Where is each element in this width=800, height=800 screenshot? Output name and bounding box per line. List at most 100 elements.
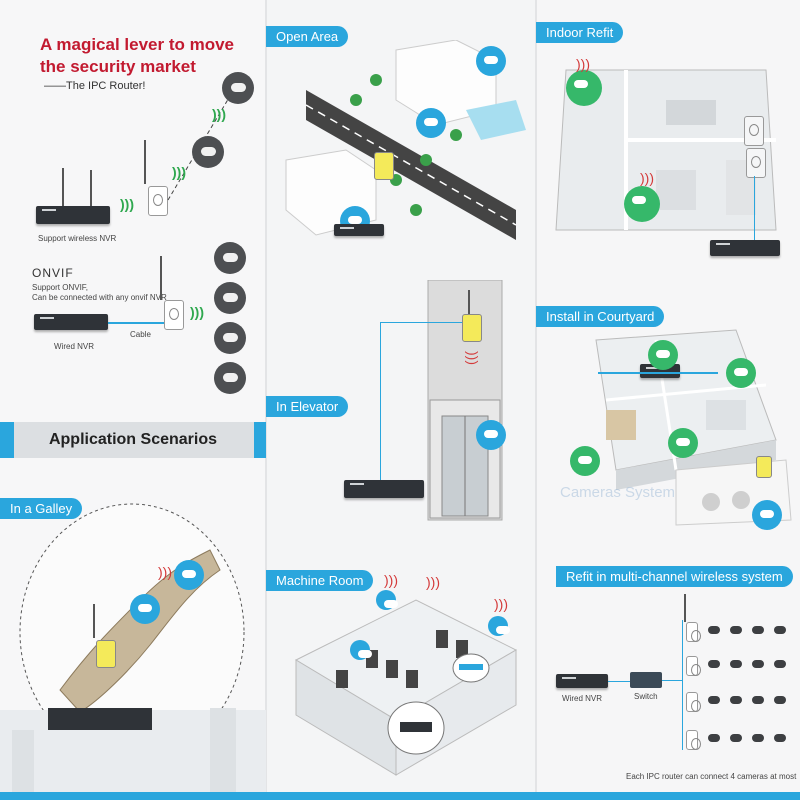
antenna — [93, 604, 95, 638]
tag-machine-room: Machine Room — [266, 570, 374, 591]
onvif-logo: ONVIF — [32, 266, 74, 280]
band-right-accent — [254, 422, 266, 458]
application-scenarios-band: Application Scenarios — [0, 422, 266, 458]
antenna — [144, 140, 146, 184]
indoor-illustration — [555, 69, 777, 231]
cable-line — [662, 680, 682, 681]
camera-icon — [752, 660, 764, 668]
camera-icon — [730, 660, 742, 668]
camera-icon — [376, 590, 398, 610]
switch-icon — [630, 672, 662, 688]
router-icon — [686, 730, 701, 750]
camera-icon — [214, 242, 246, 274]
nvr-label: Support wireless NVR — [38, 234, 117, 243]
onvif-line-1: Support ONVIF, — [32, 283, 89, 292]
camera-icon — [668, 428, 698, 458]
camera-icon — [708, 660, 720, 668]
nvr-icon — [344, 480, 424, 498]
dashed-link — [167, 85, 237, 201]
headline-line-1: A magical lever to move — [40, 35, 235, 54]
cable-line — [682, 620, 683, 750]
router-icon — [462, 314, 482, 342]
antenna — [468, 290, 470, 314]
galley-illustration — [0, 503, 266, 800]
camera-icon — [130, 594, 160, 624]
wifi-icon: ))) — [576, 56, 590, 72]
router-icon — [96, 640, 116, 668]
camera-icon — [416, 108, 446, 138]
camera-icon — [774, 734, 786, 742]
tag-in-elevator: In Elevator — [266, 396, 349, 417]
watermark: Cameras System — [560, 484, 676, 501]
camera-icon — [708, 734, 720, 742]
cable-line — [608, 681, 630, 682]
camera-icon — [730, 696, 742, 704]
wifi-icon: ))) — [212, 106, 226, 122]
camera-icon — [730, 626, 742, 634]
camera-icon — [222, 72, 254, 104]
band-title: Application Scenarios — [48, 431, 218, 448]
wifi-icon: ))) — [120, 196, 134, 212]
camera-icon — [566, 70, 602, 106]
router-icon — [374, 152, 394, 180]
cable-line — [380, 322, 462, 323]
router-icon — [148, 186, 168, 216]
wireless-nvr-icon — [36, 206, 110, 224]
camera-icon — [476, 46, 506, 76]
wifi-icon: ))) — [190, 304, 204, 320]
camera-icon — [774, 696, 786, 704]
wired-nvr-icon — [34, 314, 108, 330]
router-icon — [164, 300, 184, 330]
wired-nvr-icon — [556, 674, 608, 688]
camera-icon — [214, 322, 246, 354]
camera-icon — [752, 626, 764, 634]
footer-note: Each IPC router can connect 4 cameras at… — [626, 772, 797, 781]
camera-icon — [570, 446, 600, 476]
router-icon — [746, 148, 766, 178]
camera-icon — [624, 186, 660, 222]
bottom-strip — [0, 792, 800, 800]
wired-nvr-label: Wired NVR — [54, 342, 95, 351]
cable-line — [108, 322, 164, 324]
wifi-icon: ))) — [426, 574, 440, 590]
antenna — [62, 168, 64, 208]
router-icon — [686, 692, 701, 712]
wifi-icon: ))) — [494, 596, 508, 612]
camera-icon — [350, 640, 372, 660]
headline: A magical lever to move the security mar… — [40, 34, 234, 78]
cable-label: Cable — [130, 330, 151, 339]
router-icon — [744, 116, 764, 146]
wifi-icon: ))) — [158, 564, 172, 580]
band-left-accent — [0, 422, 14, 458]
camera-icon — [174, 560, 204, 590]
camera-icon — [752, 696, 764, 704]
wifi-icon: ))) — [172, 164, 186, 180]
antenna — [684, 594, 686, 622]
camera-icon — [774, 626, 786, 634]
tag-in-a-galley: In a Galley — [0, 498, 83, 519]
router-icon — [756, 456, 772, 478]
wifi-icon: ))) — [640, 170, 654, 186]
fold-line — [535, 0, 537, 800]
band-center — [14, 422, 254, 458]
antenna — [160, 256, 162, 300]
camera-icon — [214, 362, 246, 394]
camera-icon — [726, 358, 756, 388]
nvr-icon — [334, 224, 384, 236]
cable-line — [598, 372, 718, 374]
antenna — [90, 170, 92, 208]
camera-icon — [214, 282, 246, 314]
wifi-icon: ))) — [465, 351, 481, 365]
tag-install-in-courtyard: Install in Courtyard — [536, 306, 665, 327]
cable-line — [754, 176, 755, 240]
camera-icon — [708, 626, 720, 634]
open-area-illustration — [285, 40, 526, 240]
camera-icon — [488, 616, 510, 636]
tag-indoor-refit: Indoor Refit — [536, 22, 624, 43]
camera-icon — [774, 660, 786, 668]
tag-open-area: Open Area — [266, 26, 349, 47]
router-icon — [686, 622, 701, 642]
router-icon — [686, 656, 701, 676]
camera-icon — [648, 340, 678, 370]
cable-line — [380, 322, 381, 482]
